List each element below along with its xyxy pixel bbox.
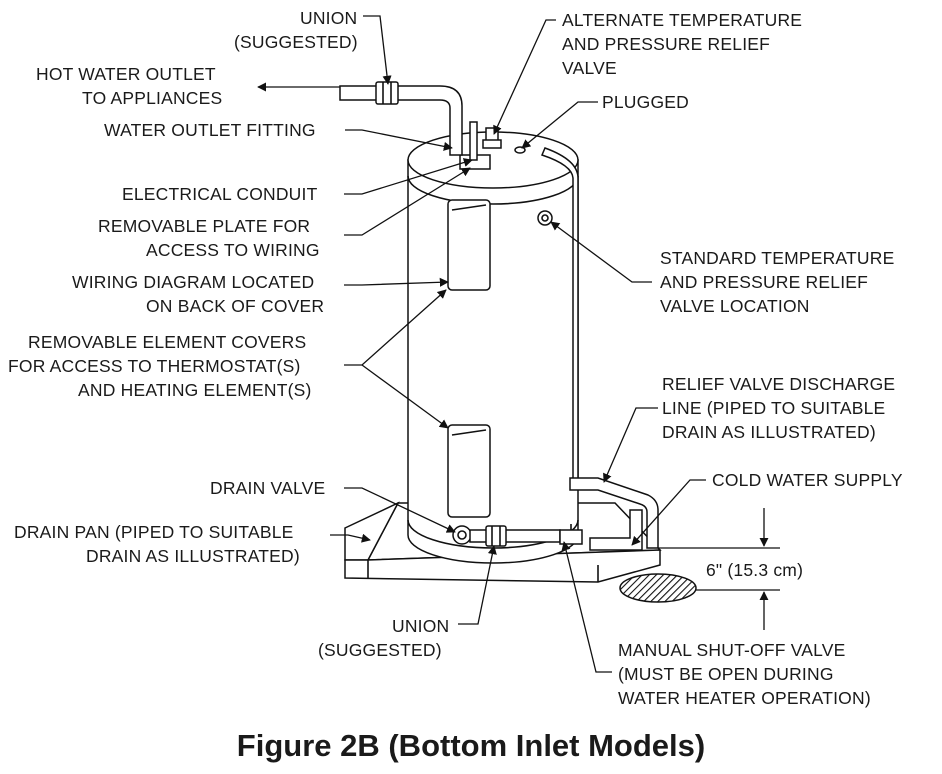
- label-removable-plate-2: ACCESS TO WIRING: [146, 240, 320, 260]
- label-union-top-2: (SUGGESTED): [234, 32, 358, 52]
- label-alt-tp-1: ALTERNATE TEMPERATURE: [562, 10, 802, 30]
- label-drain-pan-1: DRAIN PAN (PIPED TO SUITABLE: [14, 522, 294, 542]
- label-element-covers-3: AND HEATING ELEMENT(S): [78, 380, 312, 400]
- label-hot-outlet-1: HOT WATER OUTLET: [36, 64, 216, 84]
- label-shutoff-3: WATER HEATER OPERATION): [618, 688, 871, 708]
- label-wiring-diagram-1: WIRING DIAGRAM LOCATED: [72, 272, 314, 292]
- label-water-outlet-fitting: WATER OUTLET FITTING: [104, 120, 316, 140]
- label-element-covers-1: REMOVABLE ELEMENT COVERS: [28, 332, 306, 352]
- labels-right: ALTERNATE TEMPERATURE AND PRESSURE RELIE…: [562, 10, 903, 708]
- label-element-covers-2: FOR ACCESS TO THERMOSTAT(S): [8, 356, 301, 376]
- standard-tp-valve: [537, 210, 553, 226]
- cold-water-supply-pipe: [589, 509, 643, 551]
- label-electrical-conduit: ELECTRICAL CONDUIT: [122, 184, 318, 204]
- label-removable-plate-1: REMOVABLE PLATE FOR: [98, 216, 310, 236]
- label-alt-tp-3: VALVE: [562, 58, 617, 78]
- label-relief-line-3: DRAIN AS ILLUSTRATED): [662, 422, 876, 442]
- relief-discharge-line: [540, 147, 659, 549]
- upper-element-cover: [447, 199, 491, 291]
- label-union-top-1: UNION: [300, 8, 357, 28]
- label-clearance: 6" (15.3 cm): [706, 560, 803, 580]
- label-std-tp-3: VALVE LOCATION: [660, 296, 810, 316]
- label-relief-line-2: LINE (PIPED TO SUITABLE: [662, 398, 885, 418]
- clearance-dimension: [658, 508, 780, 630]
- label-std-tp-1: STANDARD TEMPERATURE: [660, 248, 894, 268]
- labels-left: UNION (SUGGESTED) HOT WATER OUTLET TO AP…: [8, 8, 449, 660]
- figure-caption: Figure 2B (Bottom Inlet Models): [237, 728, 705, 763]
- label-drain-valve: DRAIN VALVE: [210, 478, 325, 498]
- leader-lines: [257, 15, 706, 673]
- drain-valve: [452, 524, 583, 547]
- label-union-bottom-1: UNION: [392, 616, 449, 636]
- label-alt-tp-2: AND PRESSURE RELIEF: [562, 34, 770, 54]
- label-relief-line-1: RELIEF VALVE DISCHARGE: [662, 374, 895, 394]
- label-union-bottom-2: (SUGGESTED): [318, 640, 442, 660]
- label-wiring-diagram-2: ON BACK OF COVER: [146, 296, 324, 316]
- floor-drain: [619, 573, 697, 603]
- label-drain-pan-2: DRAIN AS ILLUSTRATED): [86, 546, 300, 566]
- tank: [407, 131, 579, 564]
- label-plugged: PLUGGED: [602, 92, 689, 112]
- label-hot-outlet-2: TO APPLIANCES: [82, 88, 222, 108]
- label-cold-supply: COLD WATER SUPPLY: [712, 470, 903, 490]
- lower-element-cover: [447, 424, 491, 518]
- label-shutoff-2: (MUST BE OPEN DURING: [618, 664, 834, 684]
- label-shutoff-1: MANUAL SHUT-OFF VALVE: [618, 640, 846, 660]
- label-std-tp-2: AND PRESSURE RELIEF: [660, 272, 868, 292]
- hot-water-outlet-pipe: [339, 81, 463, 156]
